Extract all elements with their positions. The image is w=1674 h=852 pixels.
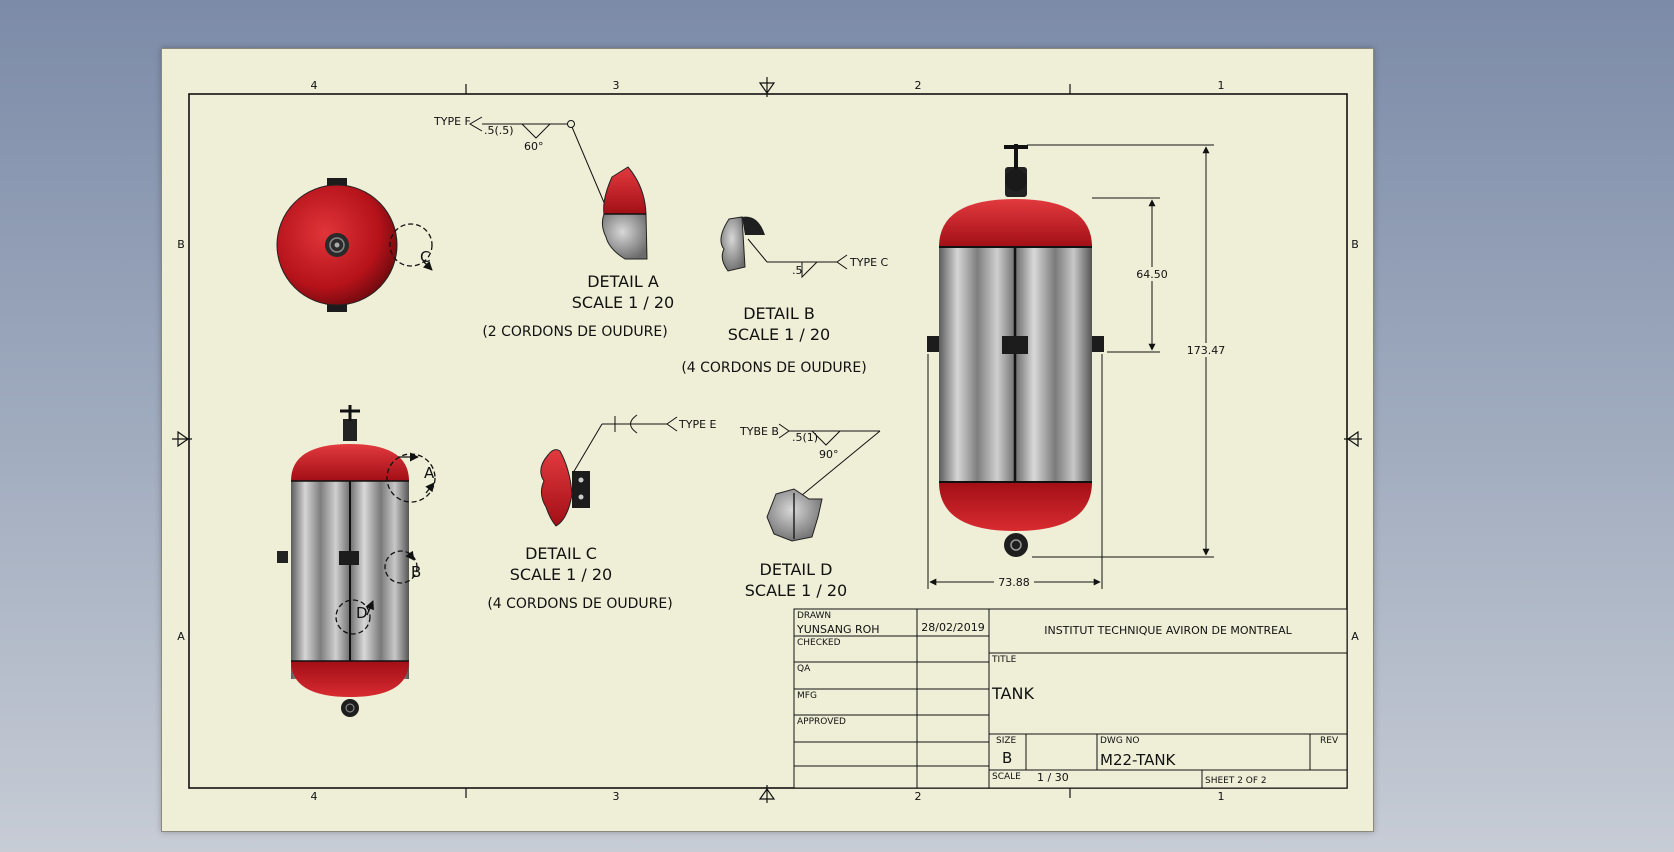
detail-d-weld-symbol: [778, 423, 881, 506]
dim-height-value: 173.47: [1187, 344, 1226, 357]
detail-b-part: [720, 216, 765, 272]
weld-b-angle: 90°: [819, 448, 839, 461]
drawing-border: [188, 93, 1348, 789]
tb-size: B: [1002, 749, 1012, 767]
dim-width-value: 73.88: [998, 576, 1030, 589]
zone-col-2-bottom: 2: [915, 790, 922, 803]
detail-b-scale: SCALE 1 / 20: [728, 325, 830, 344]
detail-d-part: [766, 488, 823, 542]
detail-a-title: DETAIL A: [587, 272, 659, 291]
tb-rev-label: REV: [1320, 736, 1339, 746]
tb-qa-label: QA: [797, 664, 811, 674]
callout-c-label: C: [420, 248, 430, 266]
zone-row-a-right: A: [1351, 630, 1359, 643]
zone-col-4-bottom: 4: [311, 790, 318, 803]
callout-a-ring: [386, 452, 436, 503]
detail-d-scale: SCALE 1 / 20: [745, 581, 847, 600]
weld-b-type: TYBE B: [739, 425, 779, 438]
tb-dwg-no: M22-TANK: [1100, 751, 1177, 769]
top-view-tank: [276, 178, 398, 312]
tb-approved-label: APPROVED: [797, 717, 846, 727]
detail-a-part: [601, 166, 648, 260]
title-block-grid: [793, 608, 1348, 789]
detail-c-note: (4 CORDONS DE OUDURE): [487, 596, 672, 612]
zone-ticks: [465, 84, 1071, 798]
centering-marks: [172, 77, 1362, 803]
detail-b-weld-symbol: [747, 238, 848, 279]
detail-b-note: (4 CORDONS DE OUDURE): [681, 360, 866, 376]
weld-b-size: .5(1): [792, 431, 818, 444]
weld-c-type: TYPE C: [849, 256, 889, 269]
zone-col-3-top: 3: [613, 79, 620, 92]
detail-d-title: DETAIL D: [760, 560, 833, 579]
detail-a-note: (2 CORDONS DE OUDURE): [482, 324, 667, 340]
callout-b-ring: [384, 550, 418, 584]
tb-size-label: SIZE: [996, 736, 1017, 746]
detail-c-title: DETAIL C: [525, 544, 597, 563]
zone-col-2-top: 2: [915, 79, 922, 92]
tb-title: TANK: [991, 684, 1034, 703]
tb-company: INSTITUT TECHNIQUE AVIRON DE MONTREAL: [1044, 624, 1292, 637]
tb-title-label: TITLE: [991, 655, 1017, 665]
tb-dwg-label: DWG NO: [1100, 736, 1139, 746]
callout-b-label: B: [411, 563, 421, 581]
tb-drawn-by: YUNSANG ROH: [796, 623, 880, 636]
dim-upper-value: 64.50: [1136, 268, 1168, 281]
zone-col-1-top: 1: [1218, 79, 1225, 92]
zone-col-4-top: 4: [311, 79, 318, 92]
callout-a-label: A: [424, 464, 435, 482]
weld-f-type: TYPE F: [433, 115, 471, 128]
zone-col-3-bottom: 3: [613, 790, 620, 803]
weld-f-angle: 60°: [524, 140, 544, 153]
callout-c-ring: [389, 223, 433, 271]
tb-checked-label: CHECKED: [797, 638, 841, 648]
tb-drawn-date: 28/02/2019: [921, 621, 984, 634]
weld-e-type: TYPE E: [678, 418, 717, 431]
tb-sheet: SHEET 2 OF 2: [1205, 776, 1267, 786]
weld-f-size: .5(.5): [484, 124, 514, 137]
tb-scale: 1 / 30: [1037, 771, 1069, 784]
zone-row-a-left: A: [177, 630, 185, 643]
zone-row-b-left: B: [177, 238, 185, 251]
drawing-sheet: 4 3 2 1 4 3 2 1 B A B A C: [161, 48, 1374, 832]
zone-row-b-right: B: [1351, 238, 1359, 251]
detail-c-scale: SCALE 1 / 20: [510, 565, 612, 584]
detail-a-scale: SCALE 1 / 20: [572, 293, 674, 312]
zone-col-1-bottom: 1: [1218, 790, 1225, 803]
detail-c-part: [540, 449, 590, 527]
detail-b-title: DETAIL B: [743, 304, 815, 323]
callout-d-label: D: [356, 604, 368, 622]
tb-scale-label: SCALE: [992, 772, 1021, 782]
front-view-tank: [277, 405, 409, 717]
tb-drawn-label: DRAWN: [797, 611, 831, 621]
callout-d-ring: [335, 599, 374, 635]
main-view-tank: [927, 144, 1104, 557]
detail-c-weld-symbol: [572, 414, 678, 474]
weld-c-size: .5: [792, 264, 803, 277]
tb-mfg-label: MFG: [797, 691, 817, 701]
